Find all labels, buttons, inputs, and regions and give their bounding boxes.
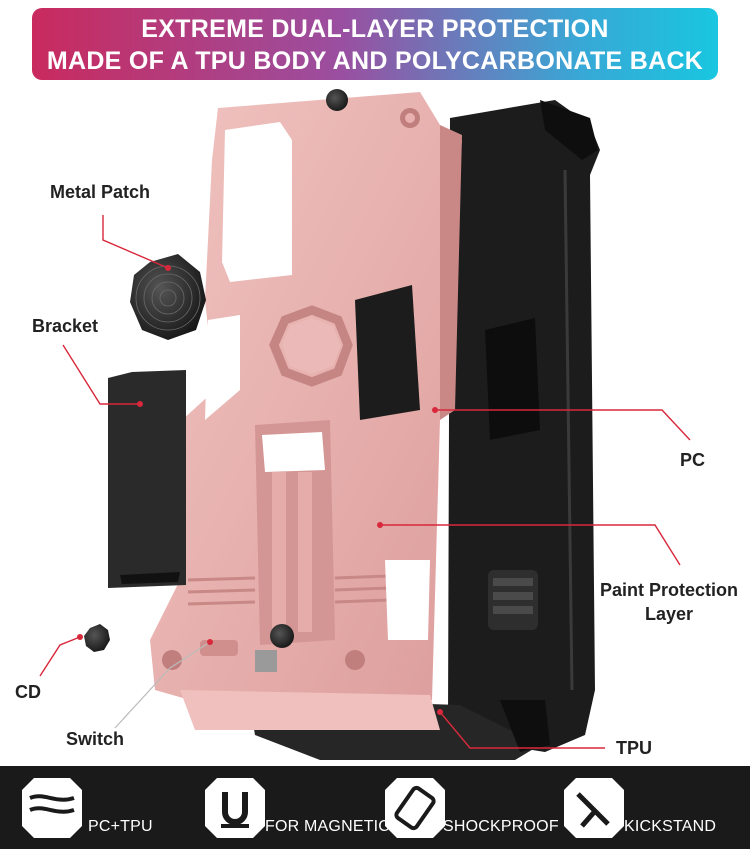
kickstand-icon (564, 778, 624, 838)
banner-line-2: MADE OF A TPU BODY AND POLYCARBONATE BAC… (46, 47, 704, 75)
label-paint-line2: Layer (644, 604, 694, 624)
label-switch: Switch (66, 729, 125, 749)
metal-patch (130, 254, 206, 340)
label-paint-protection: Paint Protection Layer (596, 578, 742, 626)
feature-magnetic: FOR MAGNETIC (203, 766, 403, 849)
title-banner: EXTREME DUAL-LAYER PROTECTION MADE OF A … (32, 8, 718, 80)
label-cd: CD (15, 682, 41, 702)
feature-label-shockproof: SHOCKPROOF (443, 818, 559, 835)
feature-kickstand: KICKSTAND (562, 766, 742, 849)
banner-line-1: EXTREME DUAL-LAYER PROTECTION (141, 15, 609, 43)
feature-bar: PC+TPU FOR MAGNETIC SHOCKPROOF KICKSTAND (0, 766, 750, 849)
layers-icon (22, 778, 82, 838)
feature-label-magnetic: FOR MAGNETIC (265, 818, 391, 835)
label-pc: PC (680, 450, 706, 470)
pc-shell (150, 92, 462, 730)
label-metal-patch: Metal Patch (50, 182, 151, 202)
cd-disc (84, 624, 110, 652)
bracket-plate (108, 370, 186, 588)
magnet-icon (205, 778, 265, 838)
label-paint-line1: Paint Protection (599, 580, 738, 600)
feature-label-kickstand: KICKSTAND (624, 818, 717, 835)
shockproof-icon (385, 778, 445, 838)
feature-shockproof: SHOCKPROOF (383, 766, 573, 849)
top-screw-icon (326, 89, 348, 111)
kickstand-disc-icon (270, 624, 294, 648)
feature-pc-tpu: PC+TPU (18, 766, 188, 849)
label-bracket: Bracket (32, 316, 99, 336)
feature-label-pc-tpu: PC+TPU (88, 818, 153, 835)
label-tpu: TPU (616, 738, 652, 758)
callout-lines (39, 215, 691, 749)
